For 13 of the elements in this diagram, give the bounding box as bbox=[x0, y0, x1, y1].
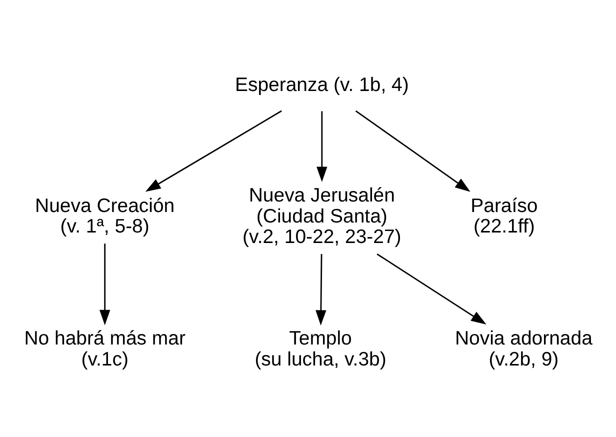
node-text: No habrá más mar (v.1c) bbox=[24, 328, 186, 371]
node-text: Novia adornada (v.2b, 9) bbox=[454, 328, 592, 371]
node-text: Nueva Creación (v. 1ª, 5-8) bbox=[35, 194, 175, 238]
node-text: Paraíso (22.1ff) bbox=[470, 194, 538, 238]
arrow bbox=[316, 254, 326, 326]
node-text: Nueva Jerusalén (Ciudad Santa) (v.2, 10-22, 23-27) bbox=[242, 184, 402, 248]
arrow bbox=[355, 110, 470, 192]
arrow bbox=[376, 253, 486, 325]
node-text: Esperanza (v. 1b, 4) bbox=[234, 74, 409, 96]
arrow bbox=[316, 111, 328, 182]
node-text: Templo (su lucha, v.3b) bbox=[254, 328, 386, 371]
arrow bbox=[145, 110, 282, 192]
arrow bbox=[99, 244, 110, 326]
